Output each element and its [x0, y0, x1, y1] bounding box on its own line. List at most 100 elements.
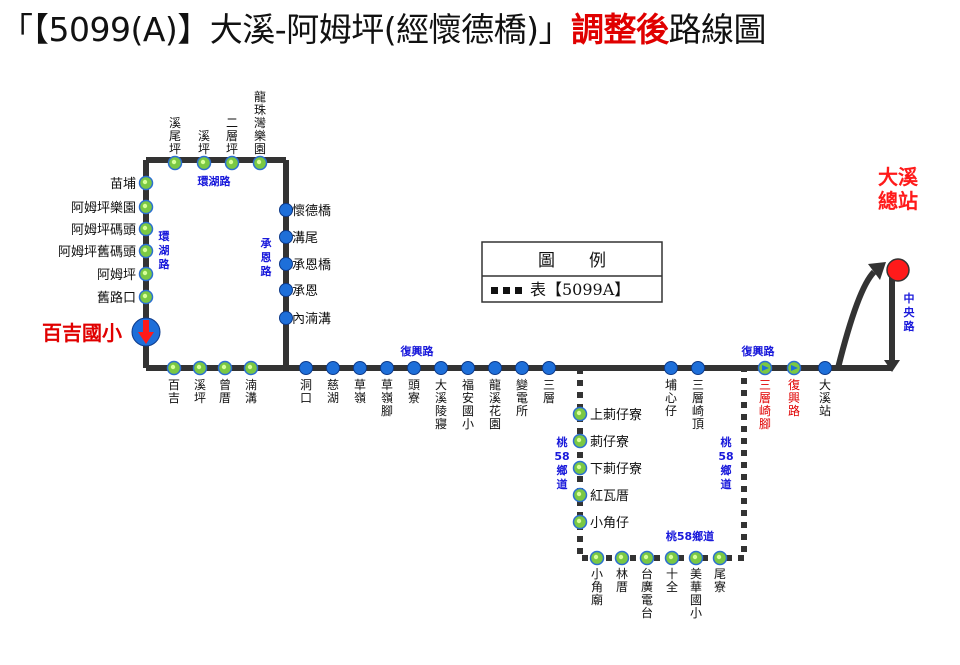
stop-label: 台廣電台: [641, 566, 653, 620]
stops-layer: 苗埔阿姆坪樂園阿姆坪碼頭阿姆坪舊碼頭阿姆坪舊路口溪尾坪溪坪二層坪龍珠灣樂園懷德橋…: [58, 89, 832, 620]
stop-label: 福安國小: [462, 377, 474, 431]
stop-label: 草嶺腳: [381, 378, 393, 418]
stop-marker: [279, 203, 293, 217]
route-arrows: [868, 262, 900, 372]
stop-label: 苗埔: [110, 177, 136, 192]
arrow-down-icon: [884, 360, 900, 372]
road-label: 復興路: [741, 344, 776, 358]
stop-marker: [138, 243, 154, 259]
stop-marker: [712, 550, 728, 566]
stop-marker: [138, 221, 154, 237]
stop-label: 紅瓦厝: [590, 489, 629, 504]
stop-label: 溪坪: [198, 129, 210, 156]
stop-label: 洞口: [300, 378, 312, 405]
stop-marker: [589, 550, 605, 566]
start-terminal-label: 百吉國小: [42, 321, 122, 345]
new-stop-label: 復興路: [788, 377, 800, 418]
stop-label: 阿姆坪碼頭: [71, 223, 136, 238]
stop-marker: [224, 155, 240, 171]
stop-marker: [542, 361, 556, 375]
stop-label: 小角仔: [590, 516, 629, 531]
stop-label: 曾厝: [219, 378, 231, 405]
road-label: 環湖路: [159, 230, 171, 271]
stop-marker: [572, 514, 588, 530]
stop-label: 二層坪: [226, 116, 238, 156]
stop-marker: [572, 487, 588, 503]
stop-marker: [138, 175, 154, 191]
road-label: 環湖路: [198, 174, 232, 188]
stop-label: 慈湖: [327, 377, 339, 405]
stop-marker: [614, 550, 630, 566]
stop-marker: [664, 361, 678, 375]
stop-marker: [461, 361, 475, 375]
stop-label: 承恩橋: [292, 258, 331, 273]
stop-marker: [407, 361, 421, 375]
stop-marker: [572, 433, 588, 449]
stop-marker: [279, 257, 293, 271]
new-stop-label: 三層崎腳: [759, 378, 771, 431]
stop-marker: [196, 155, 212, 171]
stop-label: 龍珠灣樂園: [254, 89, 266, 156]
stop-label: 內湳溝: [292, 312, 331, 327]
stop-marker: [380, 361, 394, 375]
stop-label: 三層: [543, 378, 555, 405]
arrow-up-icon: [868, 262, 886, 280]
stop-label: 上莿仔寮: [590, 407, 642, 423]
stop-label: 尾寮: [714, 567, 726, 594]
stop-label: 湳溝: [245, 377, 257, 405]
stop-label: 承恩: [292, 284, 318, 299]
stop-label: 阿姆坪樂園: [71, 200, 136, 216]
stop-label: 大溪站: [819, 378, 831, 418]
stop-marker: [217, 360, 233, 376]
stop-marker: [572, 406, 588, 422]
stop-label: 阿姆坪舊碼頭: [58, 245, 136, 260]
stop-marker: [326, 361, 340, 375]
stop-marker: [488, 361, 502, 375]
direction-marker: [786, 360, 802, 376]
stop-marker: [353, 361, 367, 375]
stop-label: 懷德橋: [292, 204, 331, 219]
stop-marker: [664, 550, 680, 566]
stop-marker: [434, 361, 448, 375]
road-label: 承恩路: [261, 236, 273, 278]
stop-label: 莿仔寮: [590, 434, 629, 450]
stop-marker: [818, 361, 832, 375]
stop-marker: [279, 311, 293, 325]
stop-label: 小角廟: [591, 567, 603, 607]
stop-marker: [691, 361, 705, 375]
start-terminal-marker: [131, 317, 161, 347]
stop-label: 下莿仔寮: [590, 461, 642, 477]
stop-label: 林厝: [616, 567, 628, 594]
stop-marker: [299, 361, 313, 375]
stop-marker: [243, 360, 259, 376]
stop-label: 頭寮: [408, 378, 420, 405]
stop-label: 龍溪花園: [489, 377, 501, 431]
stop-marker: [138, 199, 154, 215]
stop-label: 阿姆坪: [97, 268, 136, 283]
stop-marker: [279, 283, 293, 297]
stop-marker: [166, 360, 182, 376]
stop-label: 大溪陵寢: [435, 378, 447, 431]
stop-marker: [515, 361, 529, 375]
end-terminal-label: 大溪總站: [878, 165, 919, 213]
end-terminal-marker: [886, 258, 910, 282]
road-label: 桃58鄉道: [666, 529, 714, 543]
stop-marker: [138, 289, 154, 305]
legend-heading: 圖 例: [538, 251, 606, 271]
route-lines: [143, 157, 895, 561]
road-label: 復興路: [400, 344, 435, 358]
stop-marker: [167, 155, 183, 171]
stop-label: 溝尾: [292, 231, 318, 246]
page-title: 「【5099(A)】大溪-阿姆坪(經懷德橋)」調整後路線圖: [0, 10, 766, 49]
stop-marker: [688, 550, 704, 566]
direction-marker: [757, 360, 773, 376]
road-label: 中央路: [904, 291, 916, 333]
stop-marker: [138, 266, 154, 282]
legend: 圖 例 表【5099A】: [481, 241, 663, 303]
stop-label: 舊路口: [97, 290, 136, 306]
stop-marker: [252, 155, 268, 171]
